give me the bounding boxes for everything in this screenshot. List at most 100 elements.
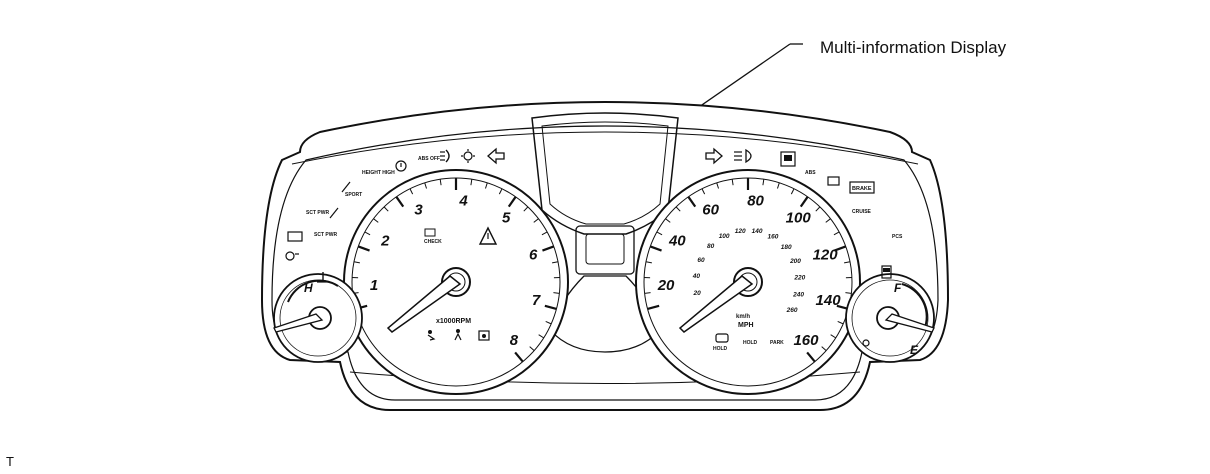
brake-label: BRAKE: [852, 186, 872, 192]
speedometer-kmh-number-180: 180: [781, 244, 792, 251]
center-indicator-box: [575, 225, 635, 275]
right-turn-signal-icon: [705, 147, 723, 165]
tachometer-minor-tick: [541, 231, 548, 236]
tachometer-minor-tick: [533, 218, 539, 223]
speedometer-major-tick: [834, 245, 847, 252]
speedometer-minor-tick: [845, 292, 852, 294]
tachometer-minor-tick: [373, 218, 379, 223]
speedometer-number-80: 80: [747, 193, 764, 210]
speedometer-minor-tick: [821, 346, 827, 351]
door-open-icon: [827, 176, 840, 186]
fuel-gauge-needle: [884, 313, 935, 333]
tachometer-minor-tick: [538, 334, 544, 339]
speedometer-number-160: 160: [793, 332, 819, 349]
tachometer-minor-tick: [364, 231, 371, 236]
temperature-hot-label: H: [304, 281, 313, 295]
sct-pwr-icon: [329, 207, 339, 219]
hold-indicator-icon: [715, 333, 729, 343]
tachometer-minor-tick: [552, 261, 559, 264]
speedometer-number-100: 100: [786, 209, 812, 226]
tachometer-minor-tick: [424, 182, 428, 189]
speedometer-kmh-number-200: 200: [789, 258, 801, 265]
center-indicator-inner: [585, 233, 625, 265]
abs-label: ABS: [805, 170, 816, 176]
speedometer-minor-tick: [833, 231, 840, 236]
tachometer-number-4: 4: [458, 193, 468, 210]
speedometer-major-tick: [647, 304, 660, 310]
speedometer-kmh-number-240: 240: [792, 291, 804, 298]
speedometer-kmh-number-160: 160: [768, 234, 779, 241]
left-turn-signal-icon: [487, 147, 505, 165]
speedometer-number-40: 40: [668, 233, 686, 250]
battery-warning-icon: [287, 231, 303, 242]
speedometer-kmh-number-20: 20: [693, 290, 702, 297]
slip-indicator-icon: [780, 151, 796, 167]
tachometer-number-2: 2: [380, 233, 390, 250]
fuel-gauge: F E: [845, 265, 935, 363]
speedometer-kmh-number-60: 60: [697, 257, 705, 264]
speedometer-minor-tick: [790, 188, 795, 195]
speedometer-major-tick: [649, 245, 662, 252]
speedometer-number-140: 140: [816, 292, 842, 309]
tachometer-minor-tick: [498, 188, 503, 195]
speedometer-minor-tick: [645, 261, 652, 264]
tachometer-minor-tick: [545, 321, 552, 325]
tachometer-number-1: 1: [370, 277, 378, 294]
tachometer-needle: [386, 275, 462, 333]
height-high-label: HEIGHT HIGH: [362, 170, 395, 176]
speedometer-minor-tick: [762, 179, 765, 186]
speedometer-minor-tick: [830, 334, 836, 339]
speedometer-unit-kmh: km/h: [736, 314, 750, 320]
oil-warning-icon: [478, 330, 490, 341]
speedometer-minor-tick: [716, 182, 720, 189]
speedometer-number-20: 20: [657, 277, 675, 294]
multi-information-display-screen: [541, 121, 669, 225]
master-warning-icon: [478, 226, 498, 245]
tachometer-minor-tick: [470, 179, 473, 186]
speedometer-kmh-number-220: 220: [793, 274, 805, 281]
hold-label: HOLD: [743, 340, 758, 346]
temperature-gauge-scale: [287, 279, 339, 303]
airbag-warning-icon: [427, 330, 436, 341]
headlight-indicator-icon: [461, 149, 475, 163]
fuel-gauge-scale: [901, 283, 928, 331]
hold-indicator-label: HOLD: [713, 346, 728, 352]
cluster-visor-line: [291, 131, 919, 165]
speedometer-number-60: 60: [702, 201, 719, 218]
speedometer-minor-tick: [701, 188, 706, 195]
tachometer-minor-tick: [553, 292, 560, 294]
sct-pwr-label-2: SCT PWR: [314, 232, 337, 238]
tachometer-minor-tick: [383, 206, 389, 212]
odometer-reset-knob: [862, 339, 870, 347]
brake-warning-box: [849, 181, 875, 194]
speedometer-kmh-number-100: 100: [719, 233, 730, 240]
pcs-label: PCS: [892, 234, 903, 240]
sport-icon: [341, 181, 351, 193]
tachometer-major-tick: [395, 196, 405, 208]
sport-label: SPORT: [345, 192, 362, 198]
park-label: PARK: [770, 340, 784, 346]
speedometer-minor-tick: [837, 321, 844, 325]
speedometer-kmh-number-80: 80: [707, 243, 715, 250]
speedometer-number-120: 120: [813, 246, 839, 263]
temperature-gauge: H: [273, 272, 363, 363]
speedometer-unit-mph: MPH: [738, 322, 754, 329]
speedometer-major-tick: [806, 351, 816, 363]
corner-mark: T: [6, 454, 14, 469]
fog-light-icon: [440, 149, 450, 163]
tachometer-number-8: 8: [510, 332, 519, 349]
tachometer-number-6: 6: [529, 246, 538, 263]
temperature-gauge-needle: [273, 313, 324, 333]
speedometer-kmh-number-40: 40: [692, 273, 701, 280]
tachometer-major-tick: [514, 351, 524, 363]
tachometer-number-5: 5: [502, 209, 511, 226]
fuel-gauge-inner-ring: [851, 279, 929, 357]
headlight-leveling-icon: [285, 251, 299, 261]
tachometer-major-tick: [507, 196, 517, 208]
